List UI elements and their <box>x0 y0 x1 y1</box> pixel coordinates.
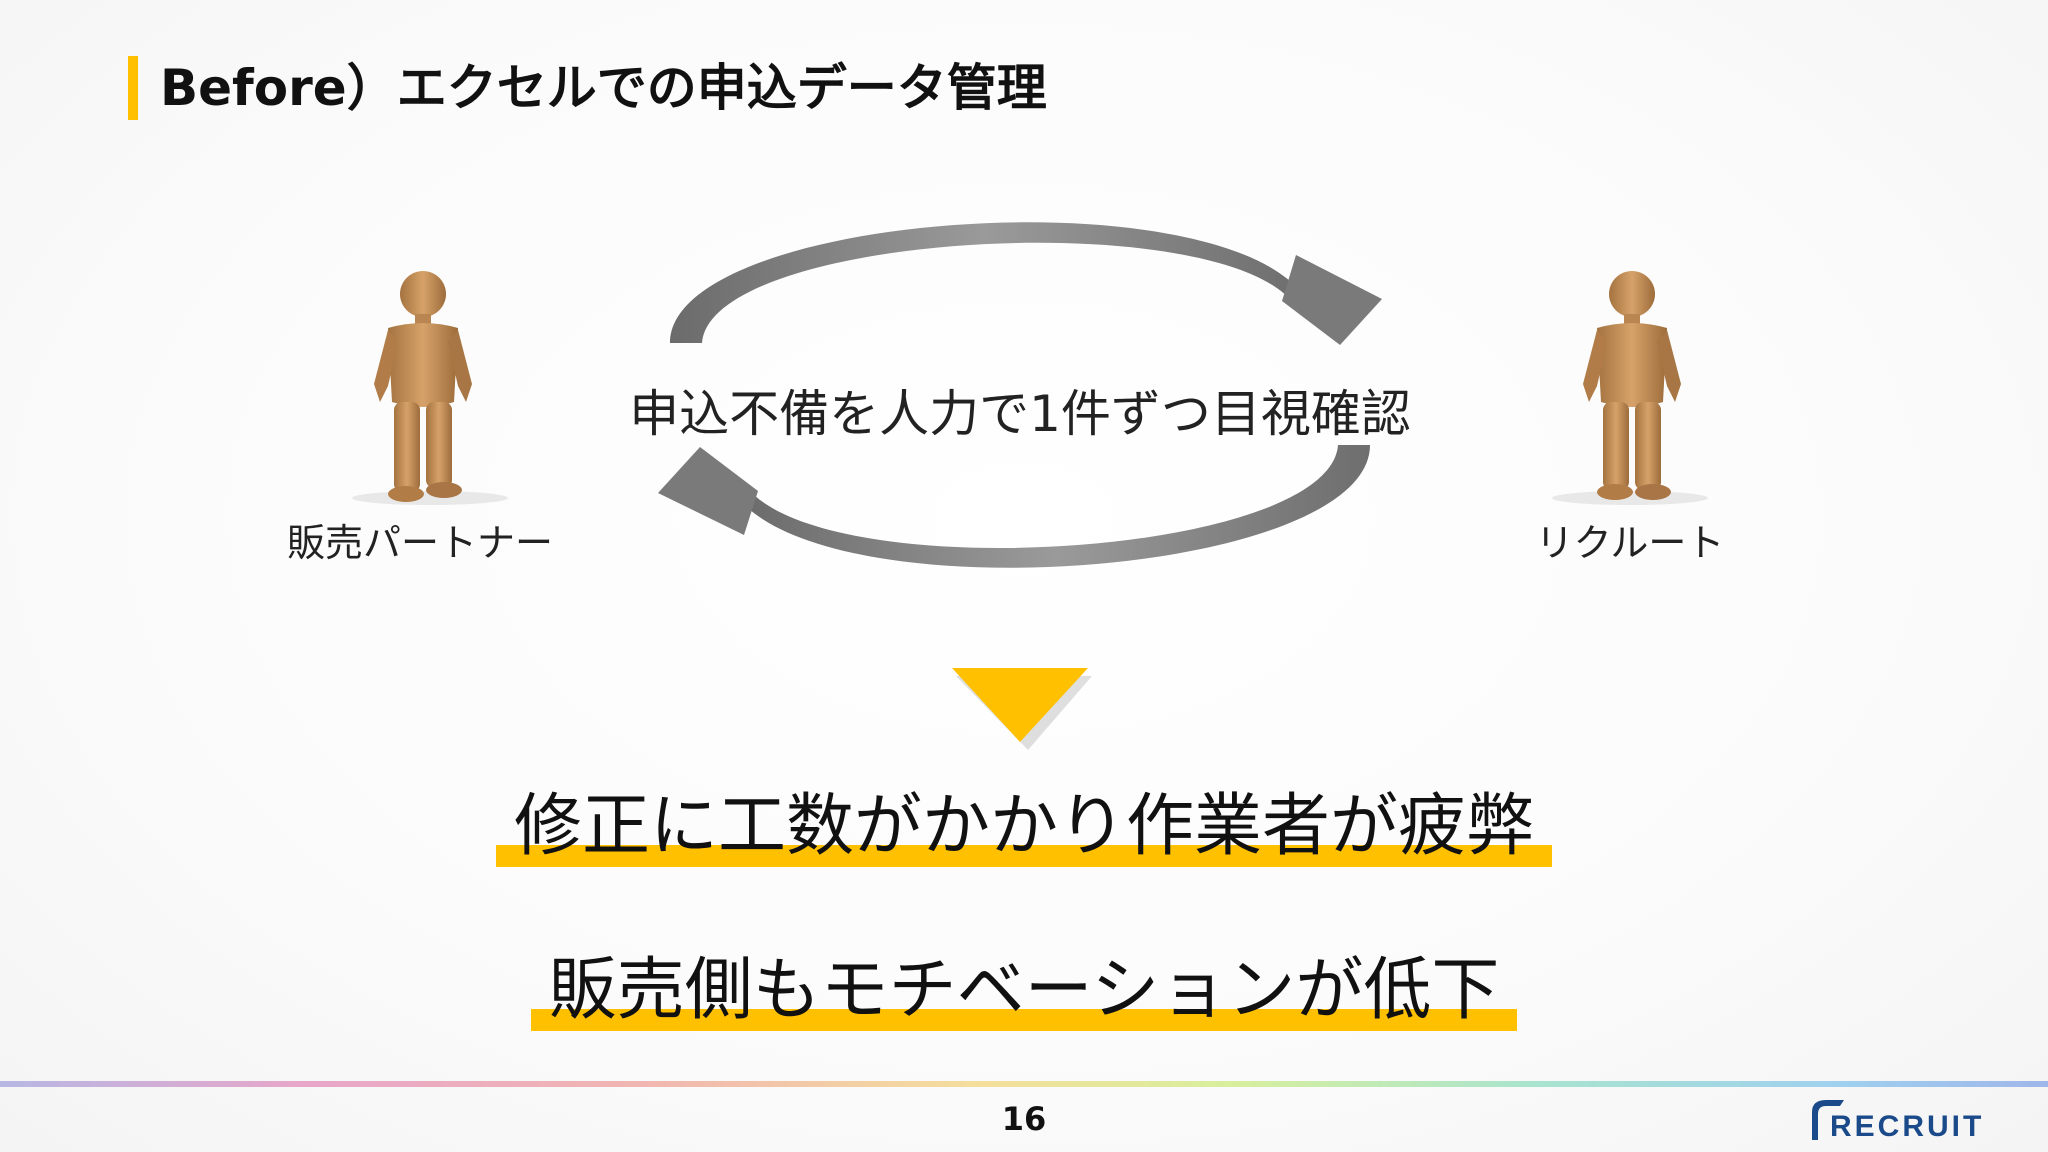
title-accent-bar <box>128 56 138 120</box>
person-figure-icon <box>1535 262 1725 507</box>
result-text-2: 販売側もモチベーションが低下 <box>530 934 1518 1033</box>
recruit-logo: RECRUIT <box>1808 1096 2018 1143</box>
result-text-1: 修正に工数がかかり作業者が疲弊 <box>495 770 1553 869</box>
partner-label: 販売パートナー <box>286 521 553 565</box>
result-statement-2: 販売側もモチベーションが低下 <box>0 934 2048 1033</box>
cycle-description: 申込不備を人力で1件ずつ目視確認 <box>629 385 1411 443</box>
page-number: 16 <box>1001 1100 1047 1138</box>
recruit-label: リクルート <box>1535 521 1725 565</box>
person-figure-icon <box>330 262 520 507</box>
cycle-arrows-icon <box>640 195 1400 595</box>
result-statement-1: 修正に工数がかかり作業者が疲弊 <box>0 770 2048 869</box>
svg-text:RECRUIT: RECRUIT <box>1830 1110 1984 1142</box>
footer-rainbow-line <box>0 1081 2048 1087</box>
slide-title: Before）エクセルでの申込データ管理 <box>160 59 1047 117</box>
triangle-down-icon <box>948 660 1098 755</box>
